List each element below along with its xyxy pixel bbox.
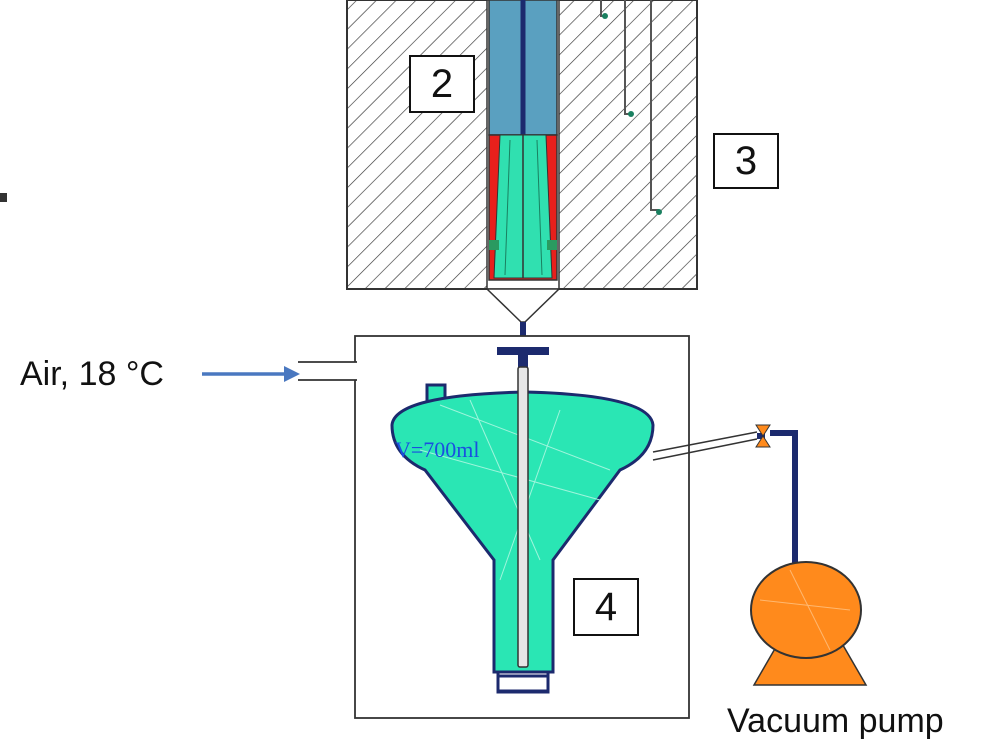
- tube-flange: [497, 347, 549, 367]
- label-box-2: 2: [409, 55, 475, 113]
- blue-rod: [488, 0, 558, 136]
- valve-icon: [755, 424, 771, 448]
- volume-label: V=700ml: [395, 437, 480, 462]
- air-inlet-pipe: [298, 361, 358, 381]
- label-box-3: 3: [713, 133, 779, 189]
- vacuum-pump-icon: [750, 561, 868, 686]
- edge-mark: [0, 193, 7, 202]
- heated-sample-zone: [488, 134, 558, 281]
- air-arrow: [202, 366, 300, 382]
- vacuum-pump-label: Vacuum pump: [727, 702, 944, 740]
- thermocouple-wires: [600, 0, 662, 215]
- vacuum-line: [652, 430, 798, 570]
- label-box-4: 4: [573, 578, 639, 636]
- central-tube: [517, 366, 529, 668]
- air-inlet-label: Air, 18 °C: [20, 355, 164, 393]
